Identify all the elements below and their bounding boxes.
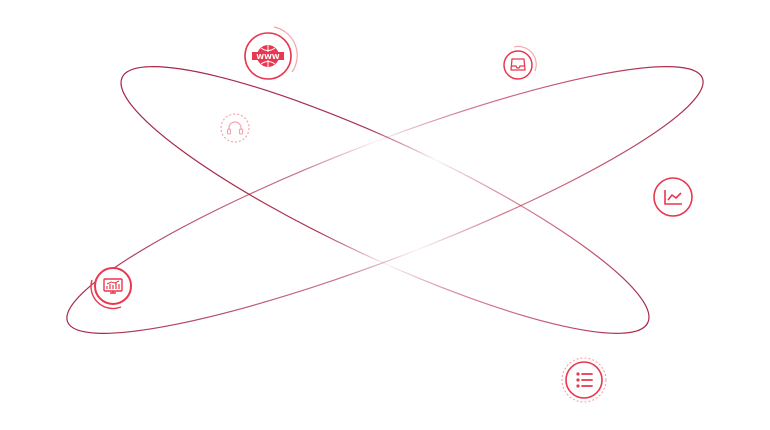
line-chart-node: [651, 175, 695, 219]
checklist-icon: [561, 357, 607, 403]
line-chart-icon: [653, 177, 693, 217]
inbox-node: [498, 45, 538, 85]
headset-node: [217, 110, 253, 146]
monitor-analytics-icon: [90, 267, 132, 310]
checklist-node: [559, 355, 609, 405]
inbox-tray-icon: [503, 45, 537, 80]
monitor-analytics-node: [88, 261, 138, 311]
orbit-descending: [120, 66, 650, 334]
www-globe-node: WWW: [236, 24, 300, 88]
www-label: WWW: [256, 53, 279, 61]
www-globe-icon: WWW: [244, 26, 298, 80]
headset-icon: [220, 113, 250, 143]
orbit-ascending: [66, 66, 704, 334]
